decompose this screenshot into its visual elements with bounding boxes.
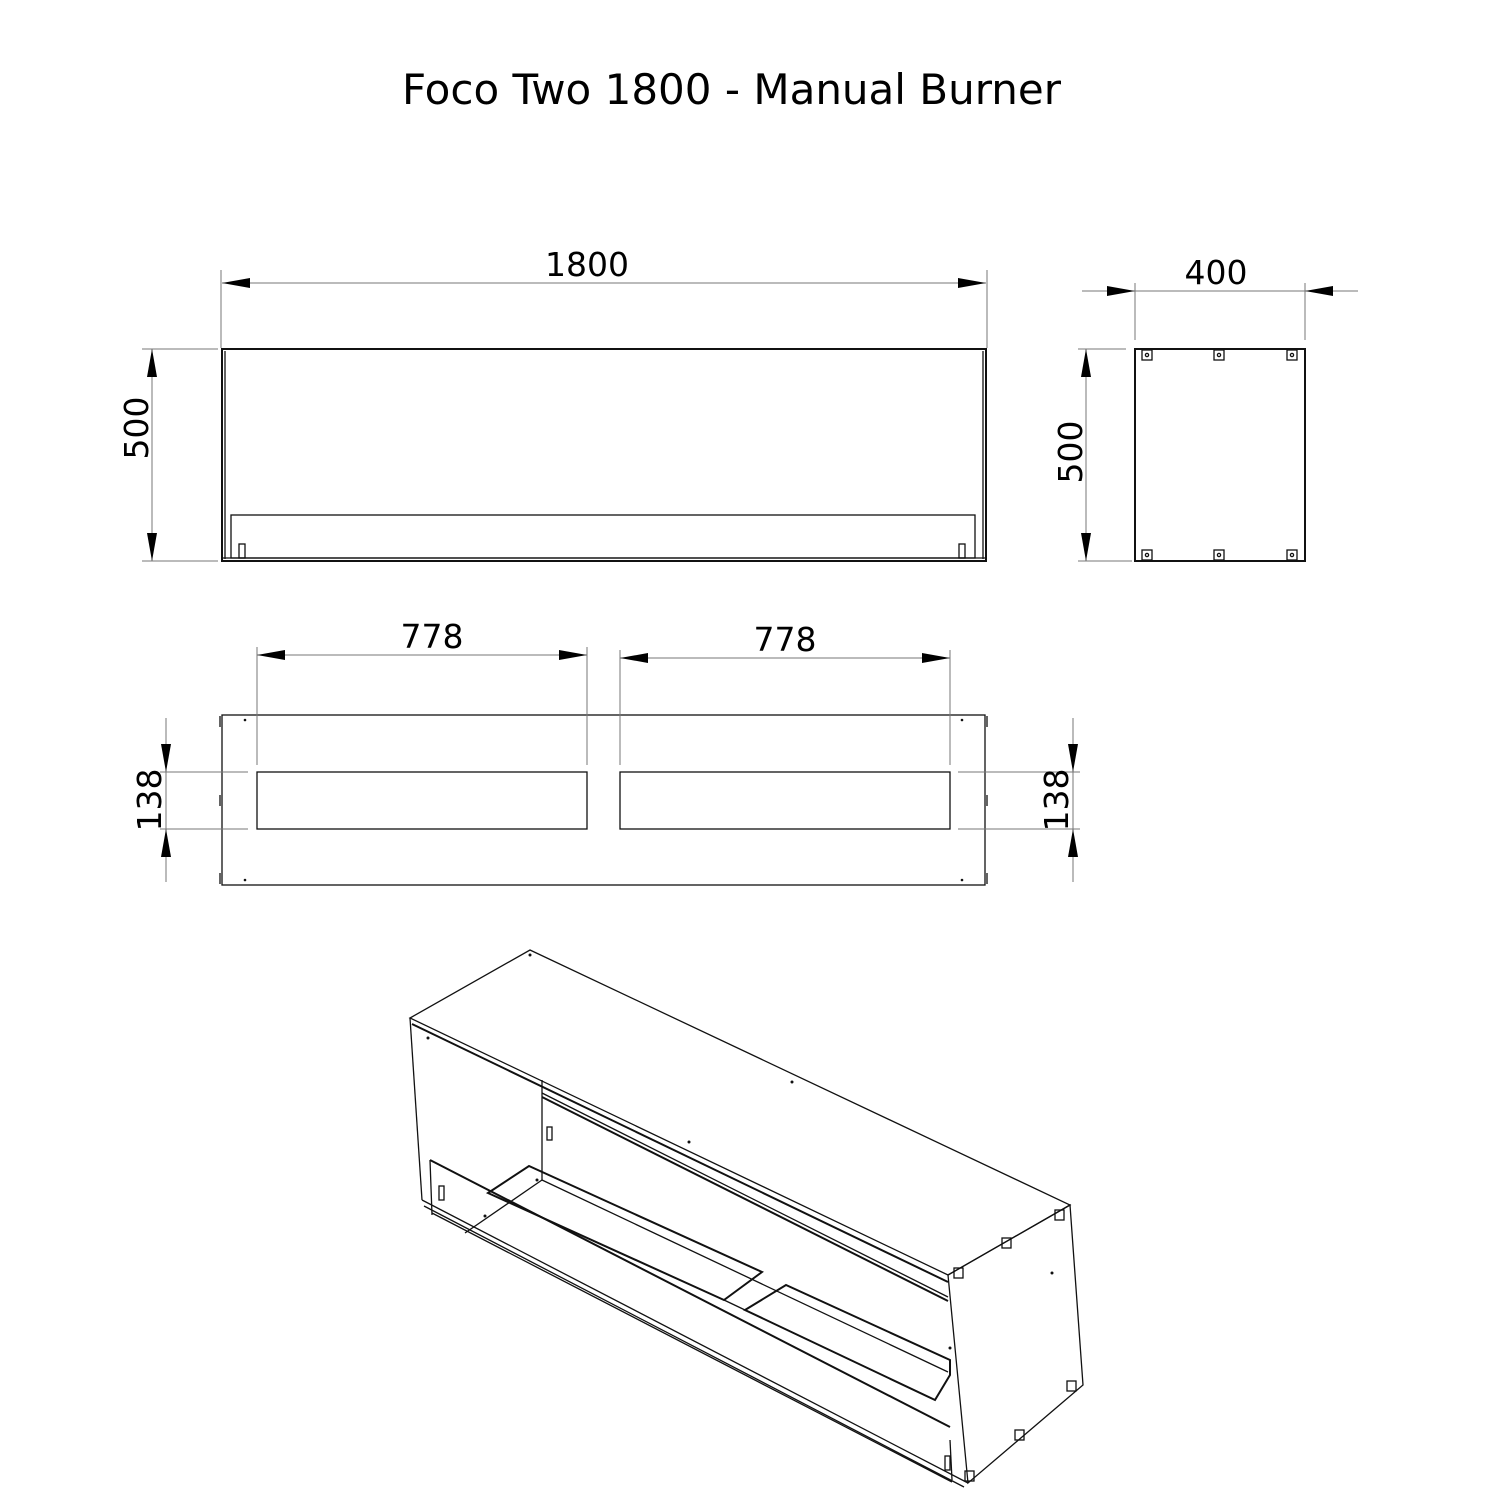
top-edge-tabs: [219, 716, 988, 884]
bracket-icon: [1286, 349, 1298, 361]
arrow-right-icon: [958, 278, 986, 288]
side-width-dimension: 400: [1185, 253, 1248, 292]
front-tab-right: [958, 543, 966, 559]
arrow-down-icon: [1081, 533, 1091, 561]
bracket-icon: [964, 1470, 975, 1482]
screw-hole-icon: [483, 1214, 487, 1218]
side-view: 400 500: [1051, 253, 1358, 562]
iso-front-lip-left-edge: [429, 1159, 433, 1216]
side-outline: [1134, 348, 1306, 562]
screw-hole-icon: [535, 1178, 539, 1182]
iso-top-face: [408, 949, 1072, 1276]
iso-bottom-front-edge: [421, 1199, 969, 1484]
iso-front-left-edge: [409, 1017, 423, 1201]
bracket-icon: [1213, 549, 1225, 561]
arrow-up-icon: [1081, 349, 1091, 377]
screw-hole-icon: [960, 718, 964, 722]
iso-inner-back-top-edge: [541, 1092, 949, 1298]
iso-top-front-edge: [411, 1023, 949, 1283]
isometric-view: [408, 949, 1084, 1488]
arrow-left-icon: [620, 653, 648, 663]
bracket-icon: [1014, 1429, 1025, 1441]
bracket-icon: [1213, 349, 1225, 361]
screw-hole-icon: [1050, 1271, 1054, 1275]
top-view: 778 778 138 138: [130, 617, 1080, 886]
iso-front-lip-top-edge: [429, 1159, 951, 1428]
front-tab-left: [238, 543, 246, 559]
screw-hole-icon: [243, 878, 247, 882]
top-screw-holes: [243, 718, 964, 882]
screw-hole-icon: [960, 878, 964, 882]
bracket-icon: [953, 1267, 964, 1279]
front-view: 1800 500: [117, 245, 988, 562]
arrow-right-icon: [922, 653, 950, 663]
arrow-up-icon: [147, 349, 157, 377]
iso-inner-back-top-edge-lower: [541, 1096, 949, 1302]
arrow-down-icon: [147, 533, 157, 561]
bracket-icon: [1141, 549, 1153, 561]
bracket-icon: [1066, 1380, 1077, 1392]
opening-right-dimension: 778: [754, 620, 817, 659]
screw-hole-icon: [790, 1080, 794, 1084]
offset-left-dimension: 138: [130, 769, 169, 832]
iso-tab: [438, 1185, 445, 1201]
screw-hole-icon: [687, 1140, 691, 1144]
iso-floor-left-edge: [464, 1179, 543, 1234]
arrow-left-icon: [1305, 286, 1333, 296]
burner-opening-right: [619, 771, 951, 830]
drawing-title: Foco Two 1800 - Manual Burner: [402, 65, 1062, 114]
screw-hole-icon: [426, 1036, 430, 1040]
burner-opening-left: [256, 771, 588, 830]
top-outline: [221, 714, 986, 886]
iso-floor-back-edge: [541, 1179, 949, 1373]
screw-hole-icon: [528, 953, 532, 957]
arrow-left-icon: [257, 650, 285, 660]
iso-side-face: [947, 1203, 1084, 1485]
front-width-dimension: 1800: [545, 245, 629, 284]
iso-burner-opening-left: [485, 1164, 764, 1302]
bracket-icon: [1141, 349, 1153, 361]
offset-right-dimension: 138: [1037, 769, 1076, 832]
iso-tab: [546, 1126, 553, 1141]
screw-hole-icon: [243, 718, 247, 722]
front-lip: [230, 514, 976, 559]
arrow-right-icon: [1107, 286, 1135, 296]
iso-bottom-front-edge-outer: [423, 1205, 965, 1488]
arrow-down-icon: [161, 744, 171, 772]
arrow-down-icon: [1068, 744, 1078, 772]
bracket-icon: [1001, 1237, 1012, 1249]
front-outline: [221, 348, 987, 562]
front-height-dimension: 500: [117, 397, 156, 460]
iso-front-lip-right-edge: [949, 1439, 953, 1481]
side-height-dimension: 500: [1051, 421, 1090, 484]
bracket-icons: [1141, 349, 1298, 561]
arrow-up-icon: [161, 829, 171, 857]
bracket-icon: [1054, 1209, 1065, 1221]
opening-left-dimension: 778: [401, 617, 464, 656]
iso-bracket-icons: [953, 1209, 1077, 1482]
arrow-left-icon: [222, 278, 250, 288]
arrow-right-icon: [559, 650, 587, 660]
iso-front-lip-bottom-edge: [431, 1212, 953, 1483]
iso-screw-holes: [426, 953, 1054, 1350]
arrow-up-icon: [1068, 829, 1078, 857]
iso-tab: [944, 1455, 951, 1471]
bracket-icon: [1286, 549, 1298, 561]
iso-burner-opening-right: [742, 1283, 951, 1402]
iso-burner-divider: [723, 1299, 746, 1311]
screw-hole-icon: [948, 1346, 952, 1350]
